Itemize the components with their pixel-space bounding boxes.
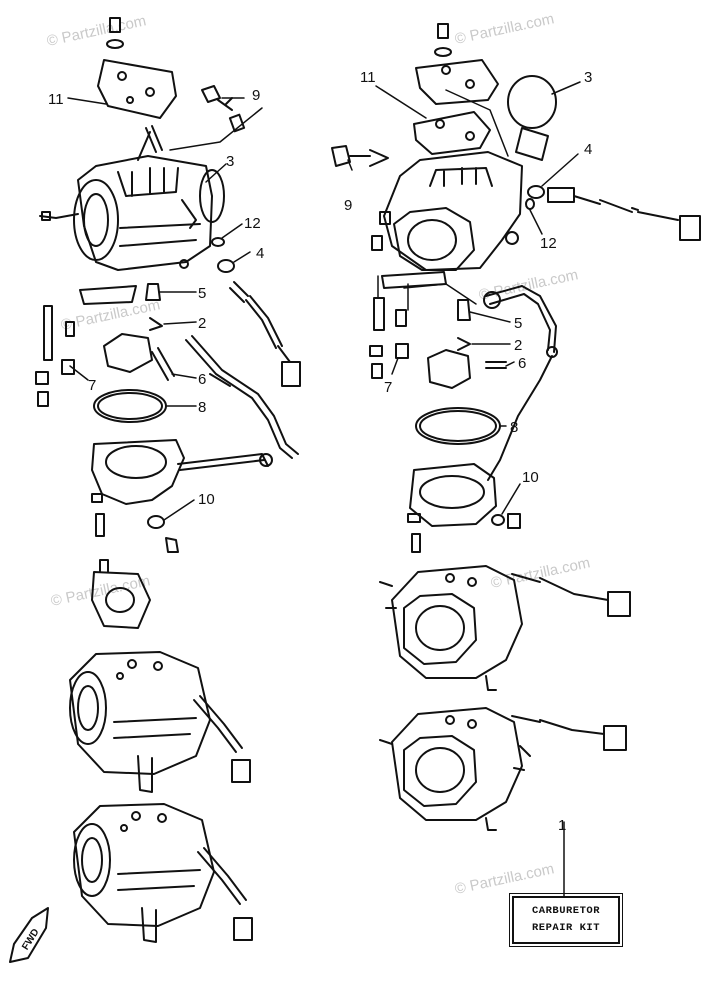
gasket-ring-part xyxy=(415,407,501,445)
connector-part xyxy=(607,591,631,617)
connector-part xyxy=(603,725,627,751)
callout-number: 2 xyxy=(514,337,522,354)
callout-numbers: 11 9 3 12 4 5 2 7 6 8 10 11 3 4 9 12 5 2… xyxy=(48,69,592,834)
callout-number: 3 xyxy=(226,153,234,170)
washer-part xyxy=(147,515,165,529)
carburetor-repair-kit-box: CARBURETOR REPAIR KIT xyxy=(509,893,623,947)
callout-number: 7 xyxy=(88,377,96,394)
callout-number: 2 xyxy=(198,315,206,332)
callout-number: 10 xyxy=(522,469,539,486)
washer-part xyxy=(106,39,124,49)
sensor-part xyxy=(547,187,575,203)
connector-part xyxy=(233,917,253,941)
kit-label-line1: CARBURETOR xyxy=(531,905,600,917)
callout-number: 5 xyxy=(514,315,522,332)
callout-number: 4 xyxy=(584,141,592,158)
callout-number: 12 xyxy=(540,235,557,252)
carburetor-body-part xyxy=(77,155,213,271)
watermark: © Partzilla.com xyxy=(453,10,555,48)
clip-part xyxy=(149,317,163,331)
manifold-part xyxy=(91,571,151,629)
callout-number: 1 xyxy=(558,817,566,834)
needle-screw-part xyxy=(201,85,221,103)
watermark: © Partzilla.com xyxy=(489,554,591,592)
fwd-arrow-icon: FWD xyxy=(9,907,49,963)
callout-number: 9 xyxy=(252,87,260,104)
kit-label-line2: REPAIR KIT xyxy=(531,922,600,934)
washer-part xyxy=(525,198,535,210)
watermarks: © Partzilla.com © Partzilla.com © Partzi… xyxy=(45,10,591,898)
callout-number: 11 xyxy=(48,91,64,108)
callout-number: 6 xyxy=(198,371,206,388)
diaphragm-gasket-part xyxy=(415,59,499,105)
plug-part xyxy=(527,185,545,199)
callout-number: 12 xyxy=(244,215,261,232)
watermark: © Partzilla.com xyxy=(45,12,147,50)
needle-seat-part xyxy=(145,283,161,301)
carburetor-part xyxy=(391,565,523,679)
carburetor-part xyxy=(391,707,523,821)
float-part xyxy=(103,333,153,373)
clip-part xyxy=(457,337,471,351)
left-assembled-carburetors xyxy=(69,559,253,943)
watermark: © Partzilla.com xyxy=(453,860,555,898)
carburetor-part xyxy=(73,803,215,927)
leader-lines xyxy=(67,81,581,897)
screw-part xyxy=(109,17,121,33)
washer-part xyxy=(434,47,452,57)
connector-part xyxy=(231,759,251,783)
screw-part xyxy=(437,23,449,39)
plug-part xyxy=(217,259,235,273)
float-bowl-part xyxy=(91,439,185,505)
right-exploded-assembly xyxy=(331,23,701,553)
o-ring-part xyxy=(199,169,225,223)
o-ring-part xyxy=(507,75,557,129)
needle-seat-part xyxy=(457,299,471,321)
carburetor-part xyxy=(69,651,211,775)
jet-part xyxy=(373,297,385,331)
washer-part xyxy=(491,514,505,526)
callout-number: 6 xyxy=(518,355,526,372)
watermark: © Partzilla.com xyxy=(49,572,151,610)
needle-screw-part xyxy=(331,145,351,167)
gasket-ring-part xyxy=(93,389,167,423)
callout-number: 4 xyxy=(256,245,264,262)
float-part xyxy=(427,349,471,389)
callout-number: 3 xyxy=(584,69,592,86)
diaphragm-gasket-part xyxy=(413,111,491,155)
diaphragm-gasket-part xyxy=(97,59,177,119)
connector-part xyxy=(281,361,301,387)
carburetor-body-part xyxy=(383,151,523,271)
callout-number: 5 xyxy=(198,285,206,302)
callout-number: 11 xyxy=(360,69,376,86)
callout-number: 8 xyxy=(198,399,206,416)
callout-number: 10 xyxy=(198,491,215,508)
washer-part xyxy=(211,237,225,247)
callout-number: 9 xyxy=(344,197,352,214)
callout-number: 7 xyxy=(384,379,392,396)
connector-part xyxy=(679,215,701,241)
left-exploded-assembly xyxy=(35,17,301,553)
jet-part xyxy=(43,305,53,361)
callout-number: 8 xyxy=(510,419,518,436)
right-assembled-carburetors xyxy=(379,565,631,831)
float-bowl-part xyxy=(409,463,497,527)
